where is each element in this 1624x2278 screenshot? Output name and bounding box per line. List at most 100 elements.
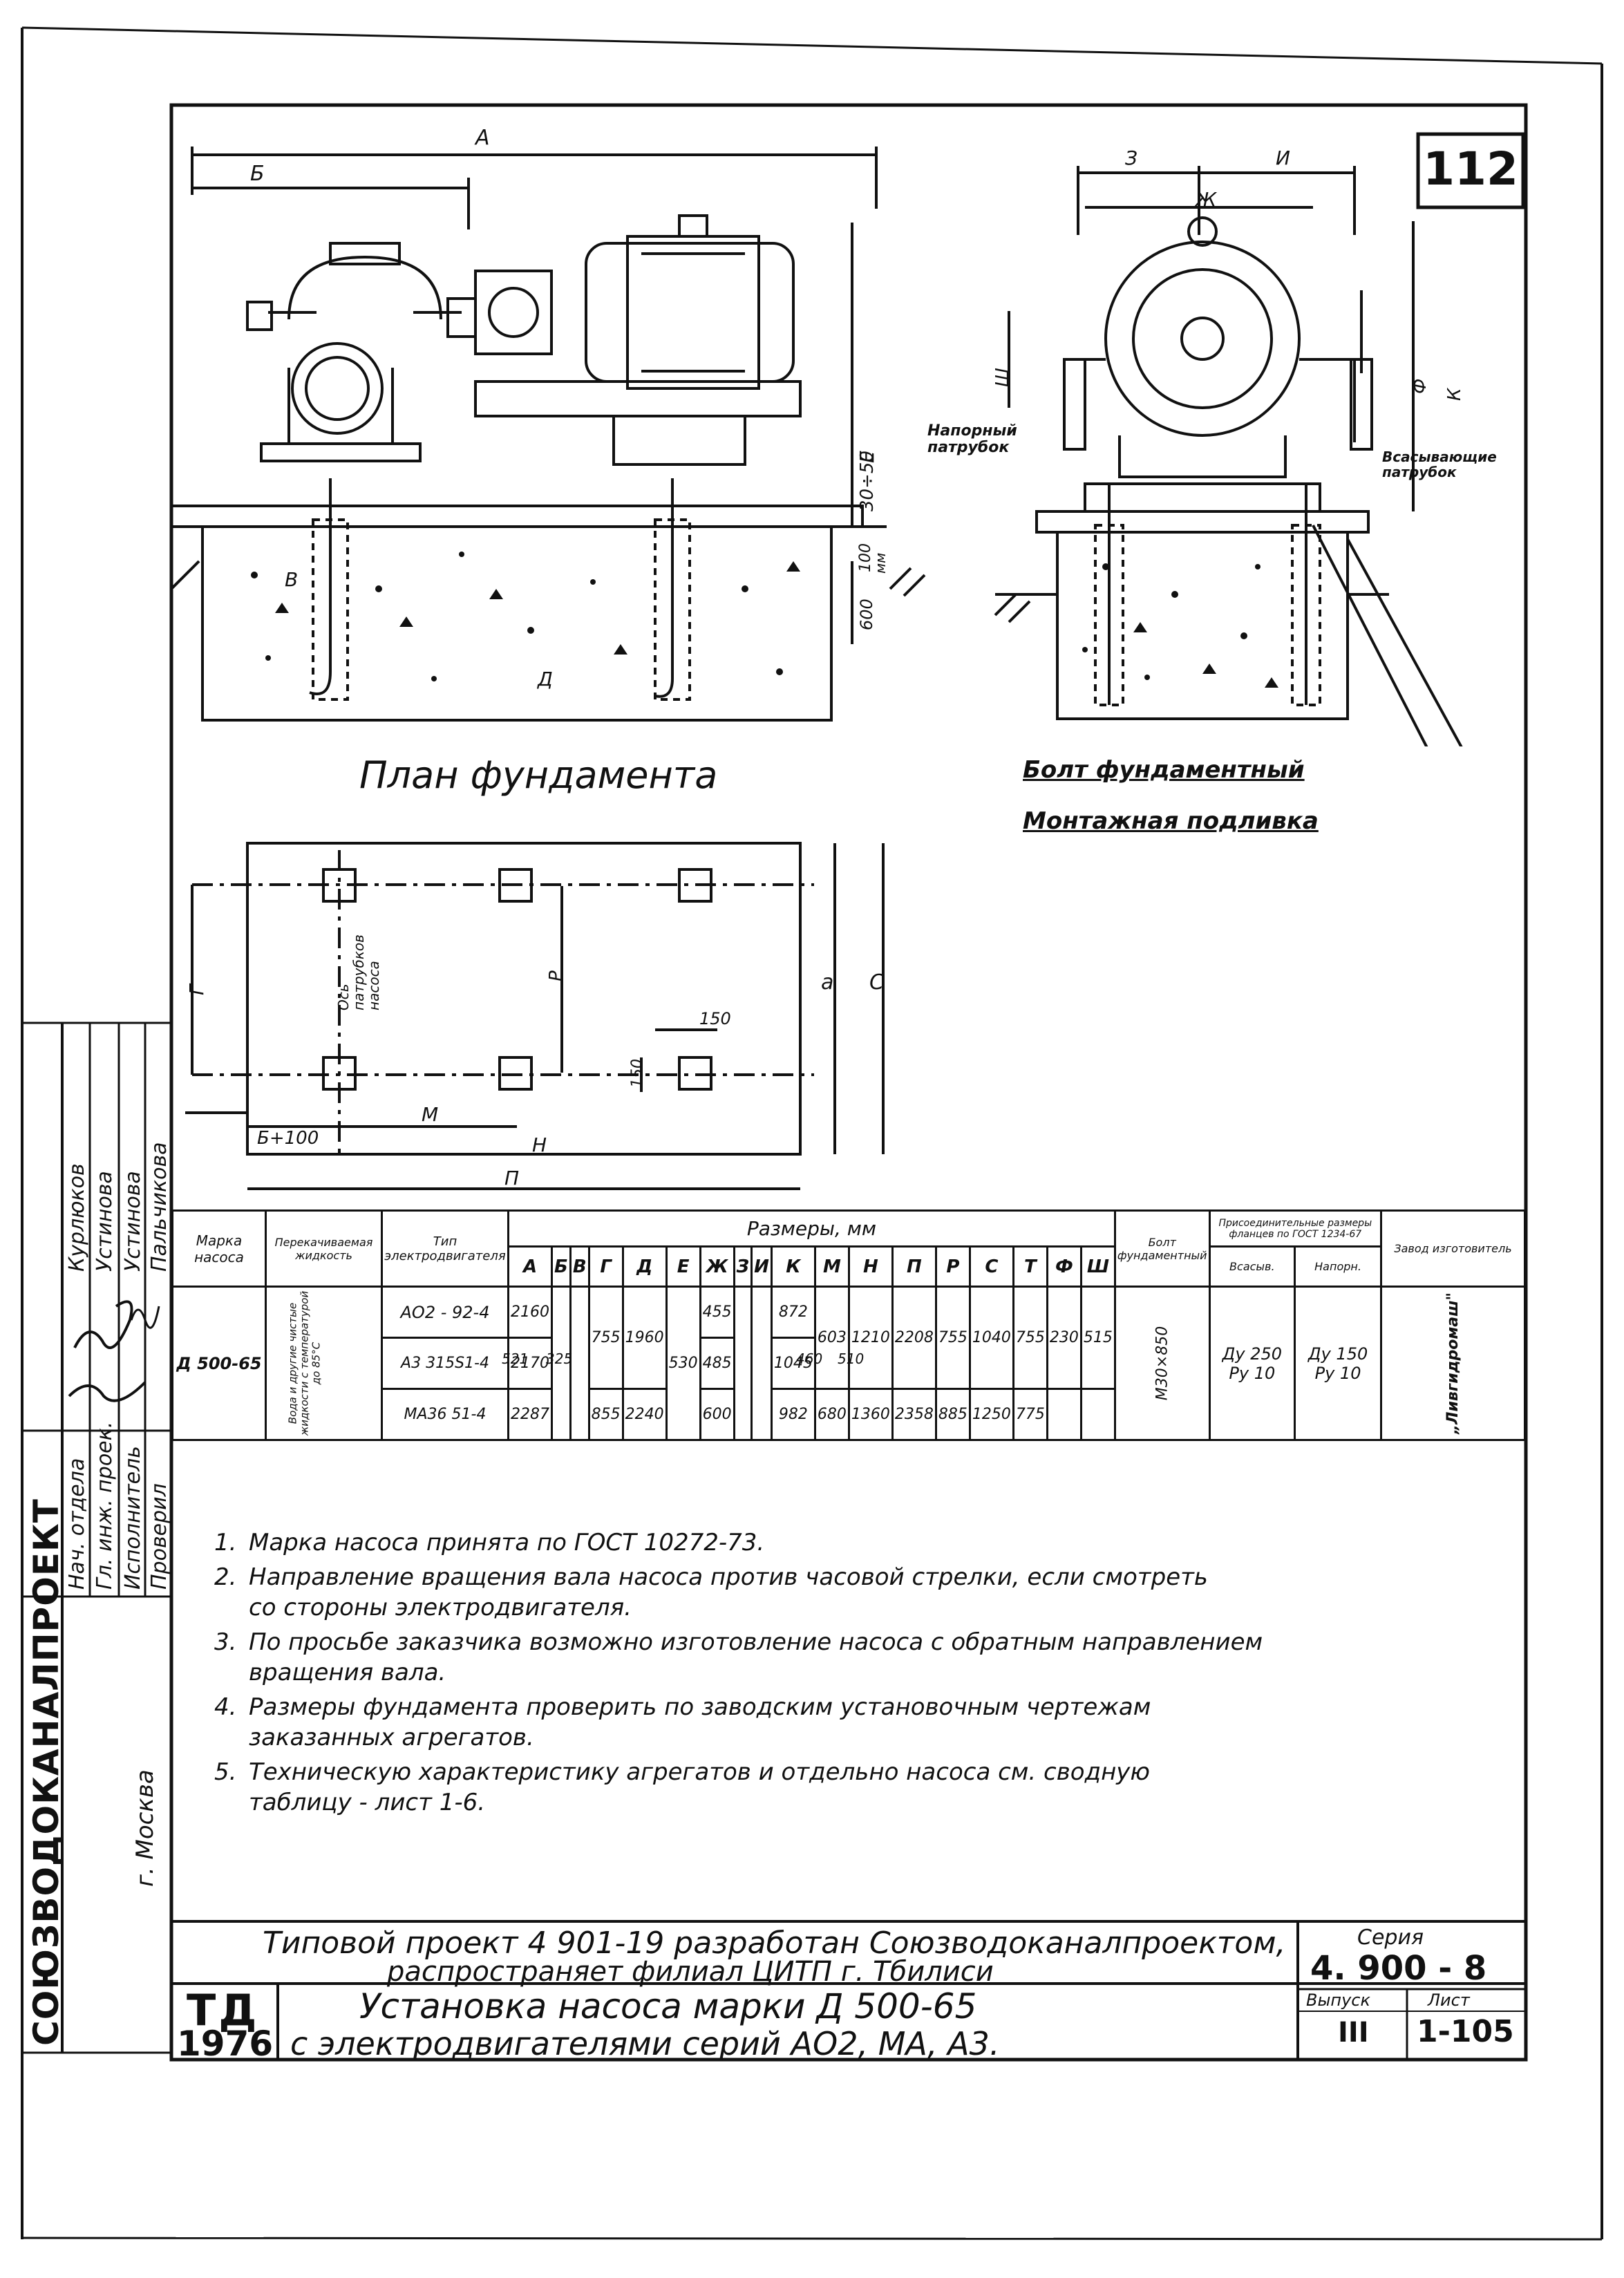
- value-r: 885: [934, 1388, 971, 1441]
- plan-p-label: П: [504, 1167, 520, 1189]
- value-s: 1040: [968, 1286, 1014, 1390]
- table-row: МА36 51-4 2287 855 2240 600 982 680 1360…: [173, 1388, 1525, 1441]
- side-role-1: Нач. отдела: [65, 1458, 89, 1590]
- note-1: 1.Марка насоса принята по ГОСТ 10272-73.: [214, 1529, 765, 1556]
- col-letter: М: [813, 1245, 850, 1288]
- dim-zh-label: Ж: [1196, 188, 1217, 211]
- plan-150b-label: 150: [629, 1059, 646, 1088]
- plan-title: План фундамента: [359, 753, 718, 797]
- col-letter: В: [569, 1245, 590, 1288]
- table-row: Д 500-65 Вода и другие чистые жидкости с…: [171, 1286, 1526, 1441]
- sheet-value: 1-105: [1417, 2014, 1514, 2049]
- dim-v-label: В: [285, 568, 299, 591]
- col-letter: Б: [551, 1245, 572, 1288]
- pressure-cell: Ду 150 Ру 10: [1294, 1286, 1383, 1441]
- value-sh: 515: [1079, 1286, 1116, 1390]
- suction-pipe-label: Всасывающие патрубок: [1382, 449, 1497, 480]
- liquid-cell: Вода и другие чистые жидкости с температ…: [265, 1286, 383, 1441]
- liquid-text: Вода и другие чистые жидкости с температ…: [286, 1290, 323, 1436]
- col-letter: С: [968, 1245, 1014, 1288]
- foundation-plan-drawing: [185, 842, 885, 1190]
- value-e: 530: [665, 1286, 701, 1441]
- side-name-1: Курлюков: [65, 1163, 89, 1272]
- value-g: 755: [587, 1286, 624, 1390]
- pump-mark: Д 500-65: [171, 1286, 267, 1441]
- value-a: 2287: [507, 1388, 553, 1441]
- motor-cell: А3 315S1-4: [381, 1337, 509, 1390]
- value-n: 1360: [847, 1388, 894, 1441]
- maker-text: „Ливгидромаш": [1444, 1292, 1462, 1434]
- footer-line-1: Типовой проект 4 901-19 разработан Союзв…: [263, 1926, 1286, 1961]
- value-t: 755: [1012, 1286, 1048, 1390]
- td-mark: ТД: [187, 1985, 260, 2035]
- dim-600-label: 600: [857, 599, 876, 630]
- dim-mm-label: мм: [872, 552, 889, 574]
- motor-cell: АО2 - 92-4: [381, 1286, 509, 1339]
- value-a: 2170: [507, 1337, 553, 1390]
- value-g: 855: [587, 1388, 624, 1441]
- series-value: 4. 900 - 8: [1310, 1949, 1487, 1988]
- dim-k-label: К: [1444, 388, 1465, 401]
- legend-grout: Монтажная подливка: [1023, 807, 1319, 835]
- h-mark: Марка насоса: [171, 1209, 267, 1288]
- plan-m-label: М: [422, 1103, 439, 1126]
- value-f: 230: [1046, 1286, 1082, 1390]
- plan-g-label: Г: [185, 984, 208, 995]
- col-letter: Г: [587, 1245, 624, 1288]
- value-k: 982: [770, 1388, 816, 1441]
- value-m: 603: [813, 1286, 850, 1390]
- corner-number: 112: [1423, 142, 1518, 196]
- pressure-pipe-label: Напорный патрубок: [927, 422, 1017, 456]
- dim-grout-label: 30÷50: [857, 451, 878, 511]
- year-mark: 1976: [177, 2024, 274, 2064]
- note-5: 5.Техническую характеристику агрегатов и…: [214, 1758, 1151, 1816]
- plan-a-label: а: [821, 970, 834, 995]
- footer-line-2: распространяет филиал ЦИТП г. Тбилиси: [387, 1956, 994, 1988]
- plan-b100-label: Б+100: [257, 1128, 319, 1149]
- bolt-cell: М30×850: [1113, 1286, 1211, 1441]
- value-d: 2240: [621, 1388, 668, 1441]
- h-pressure: Напорн.: [1294, 1245, 1383, 1288]
- plan-n-label: Н: [532, 1133, 547, 1156]
- value-z: 460: [796, 1350, 823, 1367]
- h-motor: Тип электродвигателя: [381, 1209, 509, 1288]
- note-3: 3.По просьбе заказчика возможно изготовл…: [214, 1628, 1263, 1686]
- dim-i-label: И: [1276, 147, 1290, 169]
- maker-cell: „Ливгидромаш": [1380, 1286, 1526, 1441]
- plan-c-label: С: [869, 970, 884, 995]
- side-role-4: Проверил: [147, 1483, 171, 1590]
- col-letter: Ф: [1046, 1245, 1082, 1288]
- h-flanges: Присоединительные размеры фланцев по ГОС…: [1208, 1209, 1383, 1248]
- dim-f-label: Ф: [1410, 378, 1431, 394]
- signature-2: [68, 1381, 147, 1402]
- value-p: 2208: [891, 1286, 937, 1390]
- value-d: 1960: [621, 1286, 668, 1390]
- plan-150-label: 150: [699, 1009, 731, 1028]
- h-maker: Завод изготовитель: [1380, 1209, 1526, 1288]
- dim-z-label: З: [1125, 147, 1137, 169]
- issue-label: Выпуск: [1306, 1990, 1370, 2010]
- value-i: 510: [838, 1350, 865, 1367]
- sheet-label: Лист: [1428, 1990, 1470, 2010]
- suction-cell: Ду 250 Ру 10: [1208, 1286, 1296, 1441]
- value-r: 755: [934, 1286, 971, 1390]
- col-letter: Е: [665, 1245, 701, 1288]
- col-letter: Н: [847, 1245, 894, 1288]
- value-n: 1210: [847, 1286, 894, 1390]
- value-a: 2160: [507, 1286, 553, 1339]
- col-letter: Т: [1012, 1245, 1048, 1288]
- bolt-text: М30×850: [1153, 1326, 1171, 1401]
- spec-table: Марка насоса Перекачиваемая жидкость Тип…: [171, 1209, 1526, 1441]
- dim-d-label: Д: [538, 668, 553, 690]
- side-role-3: Исполнитель: [121, 1446, 145, 1590]
- value-m: 680: [813, 1388, 850, 1441]
- value-p: 2358: [891, 1388, 937, 1441]
- col-letter: И: [750, 1245, 773, 1288]
- side-role-2: Гл. инж. проек.: [93, 1421, 117, 1590]
- value-t: 775: [1012, 1388, 1048, 1441]
- col-letter: Р: [934, 1245, 971, 1288]
- title-line-1: Установка насоса марки Д 500-65: [359, 1986, 977, 2026]
- h-liquid: Перекачиваемая жидкость: [265, 1209, 383, 1288]
- col-letter: Ж: [699, 1245, 735, 1288]
